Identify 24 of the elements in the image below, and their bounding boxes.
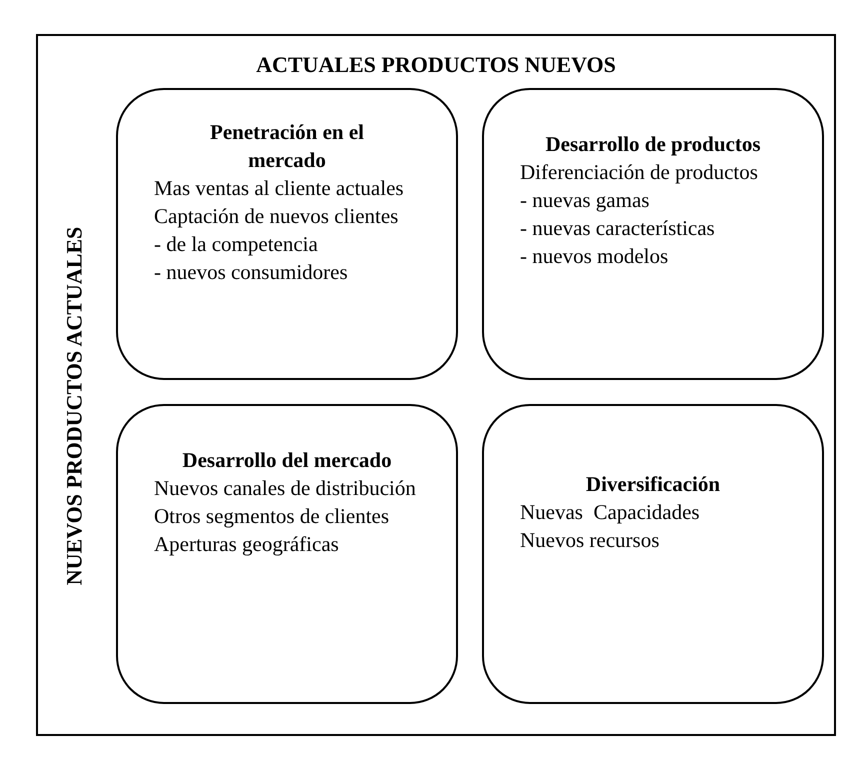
strategy-title: Diversificación: [584, 471, 722, 498]
strategy-item: Mas ventas al cliente actuales: [154, 175, 405, 202]
row-axis-heading: NUEVOS PRODUCTOS ACTUALES: [60, 226, 88, 586]
strategy-item: - nuevos consumidores: [154, 259, 349, 286]
strategy-title: Desarrollo del mercado: [181, 447, 393, 474]
strategy-item: Nuevas Capacidades: [520, 499, 701, 526]
strategy-card: [116, 404, 458, 704]
strategy-item: Diferenciación de productos: [520, 159, 759, 186]
strategy-item: Aperturas geográficas: [154, 531, 340, 558]
strategy-item: - nuevas gamas: [520, 187, 650, 214]
strategy-item: - nuevos modelos: [520, 243, 670, 270]
strategy-item: Nuevos canales de distribución: [154, 475, 417, 502]
column-axis-heading: ACTUALES PRODUCTOS NUEVOS: [255, 51, 617, 79]
strategy-card: [482, 404, 824, 704]
strategy-item: - nuevas características: [520, 215, 716, 242]
strategy-item: Captación de nuevos clientes: [154, 203, 400, 230]
strategy-card: [116, 88, 458, 380]
matrix-frame: [36, 34, 836, 736]
strategy-item: - de la competencia: [154, 231, 319, 258]
strategy-item: Otros segmentos de clientes: [154, 503, 390, 530]
strategy-card: [482, 88, 824, 380]
strategy-title: Penetración en el mercado: [209, 119, 365, 174]
strategy-item: Nuevos recursos: [520, 527, 660, 554]
strategy-title: Desarrollo de productos: [544, 131, 762, 158]
